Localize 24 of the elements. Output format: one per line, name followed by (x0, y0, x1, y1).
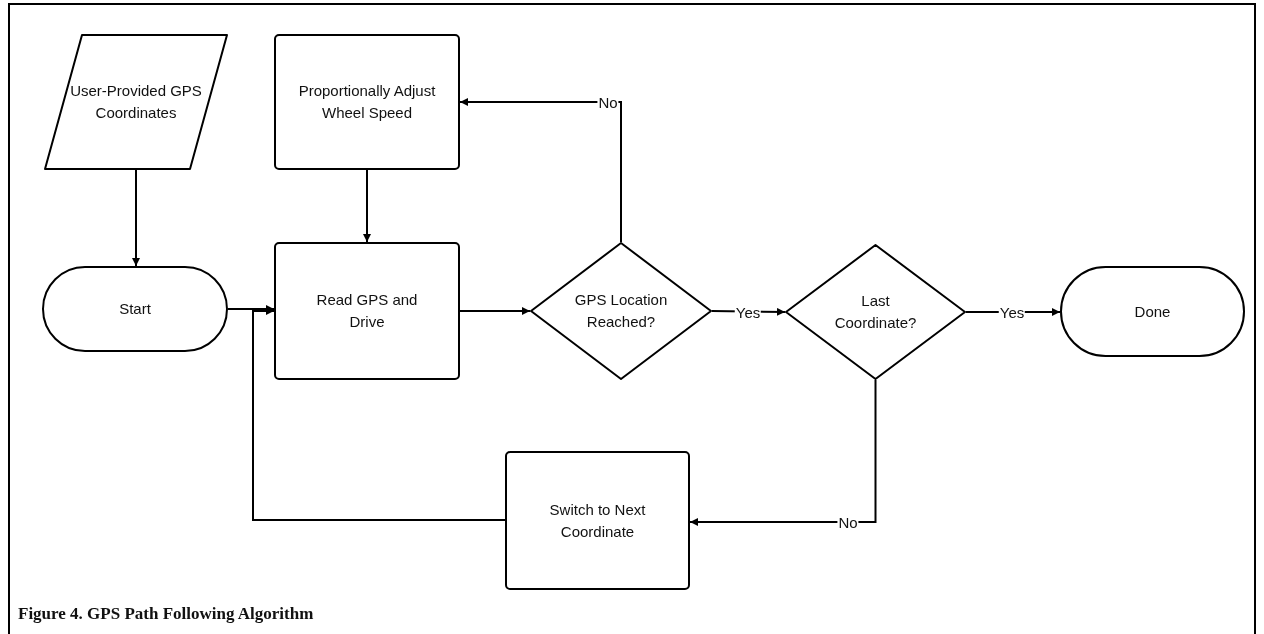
process-box (274, 34, 460, 170)
arrow (132, 169, 140, 267)
node-text: Read GPS and Drive (315, 290, 419, 332)
node-text: Switch to Next Coordinate (548, 499, 647, 542)
arrow (363, 169, 371, 243)
arrow (252, 307, 506, 521)
terminal-shape (42, 266, 228, 352)
node-text: Last Coordinate? (833, 291, 918, 333)
arrow (459, 307, 531, 315)
node-text: GPS Location Reached? (573, 290, 669, 332)
arrow (227, 305, 275, 313)
input-parallelogram (44, 34, 228, 170)
node-text: Done (1134, 301, 1171, 322)
node-text: Proportionally Adjust Wheel Speed (297, 81, 437, 123)
node-text: Start (119, 299, 151, 320)
node-text: User-Provided GPS Coordinates (69, 81, 203, 123)
arrow (459, 98, 622, 243)
decision-diamond (785, 244, 966, 380)
figure-caption: Figure 4. GPS Path Following Algorithm (18, 604, 314, 624)
decision-diamond (530, 242, 712, 380)
process-box (274, 242, 460, 380)
process-box (505, 451, 690, 590)
arrow (689, 379, 877, 526)
terminal-shape (1060, 266, 1245, 357)
